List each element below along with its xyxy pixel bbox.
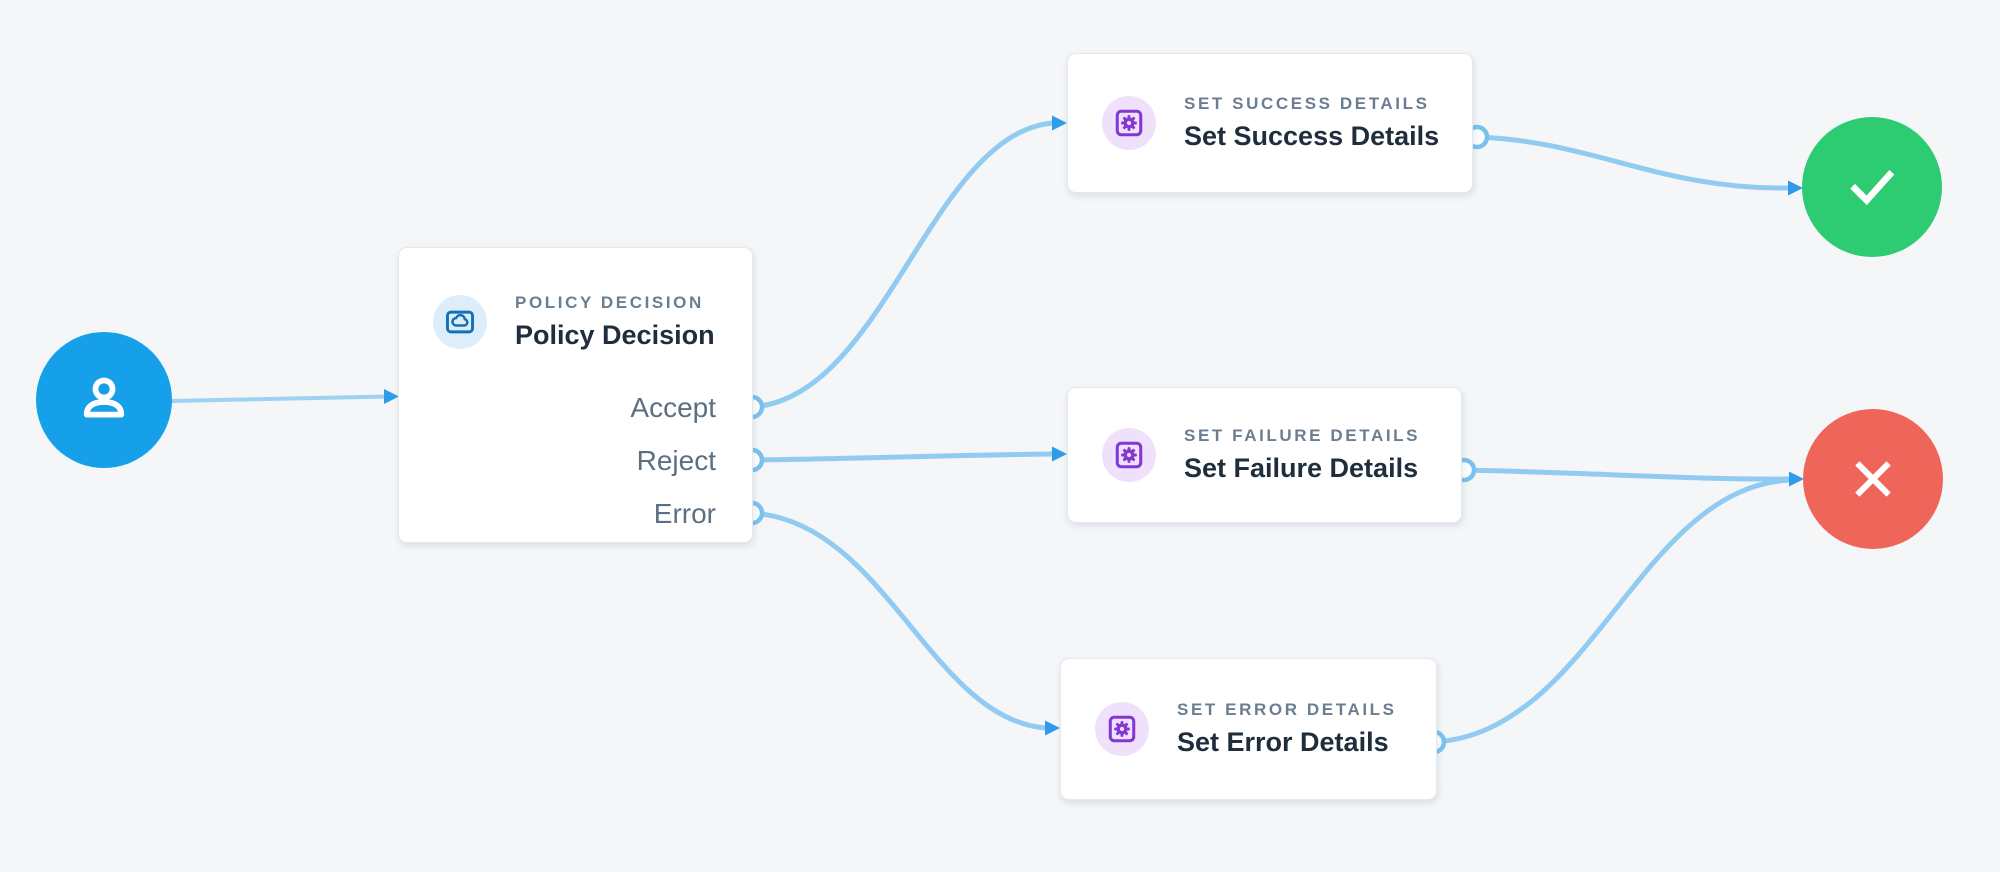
node-overline: SET FAILURE DETAILS xyxy=(1184,426,1421,445)
arrowhead-icon xyxy=(1788,180,1803,196)
output-accept: Accept xyxy=(399,381,752,434)
policy-outputs: Accept Reject Error xyxy=(399,381,752,540)
output-label: Error xyxy=(653,497,716,529)
node-set-error-details[interactable]: SET ERROR DETAILS Set Error Details xyxy=(1060,658,1437,800)
output-label: Reject xyxy=(636,444,716,476)
node-title: Set Error Details xyxy=(1177,727,1389,757)
node-start-user[interactable] xyxy=(36,332,172,468)
node-title: Policy Decision xyxy=(515,320,715,350)
arrowhead-icon xyxy=(1052,115,1067,131)
node-title: Set Success Details xyxy=(1184,121,1440,151)
user-icon xyxy=(71,367,137,433)
node-title: Set Failure Details xyxy=(1184,453,1419,483)
edge-error-errordetails[interactable] xyxy=(749,510,1048,731)
node-set-success-details[interactable]: SET SUCCESS DETAILS Set Success Details xyxy=(1067,53,1473,193)
arrowhead-icon xyxy=(1052,446,1067,462)
output-error: Error xyxy=(399,487,752,540)
cloud-icon xyxy=(433,295,487,349)
edge-reject-failure[interactable] xyxy=(749,451,1055,463)
gear-icon xyxy=(1102,428,1156,482)
node-overline: SET ERROR DETAILS xyxy=(1177,700,1397,719)
arrowhead-icon xyxy=(1789,471,1804,487)
x-icon xyxy=(1844,450,1902,508)
edge-accept-success[interactable] xyxy=(749,120,1055,410)
edge-failure-end[interactable] xyxy=(1461,467,1792,482)
node-overline: POLICY DECISION xyxy=(515,293,704,312)
edge-success-end[interactable] xyxy=(1474,134,1791,191)
edge-start-policy[interactable] xyxy=(170,394,388,403)
node-failure-end[interactable] xyxy=(1803,409,1943,549)
node-success-end[interactable] xyxy=(1802,117,1942,257)
output-label: Accept xyxy=(630,391,716,423)
node-overline: SET SUCCESS DETAILS xyxy=(1184,94,1430,113)
gear-icon xyxy=(1102,96,1156,150)
arrowhead-icon xyxy=(384,389,399,404)
gear-icon xyxy=(1095,702,1149,756)
node-policy-decision[interactable]: POLICY DECISION Policy Decision Accept R… xyxy=(398,247,753,543)
arrowhead-icon xyxy=(1045,720,1060,736)
node-set-failure-details[interactable]: SET FAILURE DETAILS Set Failure Details xyxy=(1067,387,1462,523)
output-reject: Reject xyxy=(399,434,752,487)
check-icon xyxy=(1840,155,1904,219)
edge-errordetails-end[interactable] xyxy=(1431,477,1792,745)
